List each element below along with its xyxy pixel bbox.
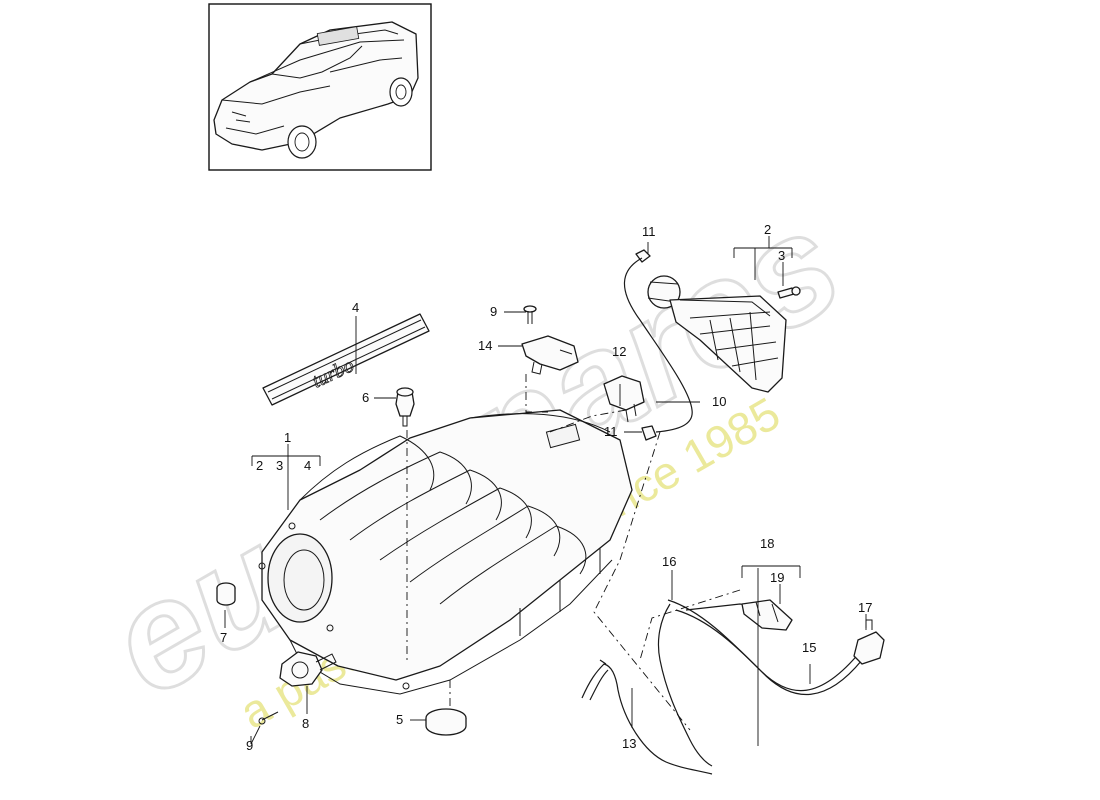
callout-6: 6 <box>362 390 369 405</box>
callout-11-lower: 11 <box>604 424 618 439</box>
valve-part-17[interactable] <box>853 619 885 665</box>
callout-4: 4 <box>352 300 359 315</box>
reference-vehicle-frame <box>208 3 432 171</box>
callout-18: 18 <box>760 536 774 551</box>
callout-5: 5 <box>396 712 403 727</box>
actuator-bracket-part[interactable] <box>647 275 787 393</box>
callout-10: 10 <box>712 394 726 409</box>
callout-1-sub-3: 3 <box>276 458 283 473</box>
hose-clip-part[interactable] <box>741 599 793 631</box>
hose-part-13[interactable] <box>581 663 713 775</box>
valve-part[interactable] <box>395 387 415 427</box>
pressure-sensor-part[interactable] <box>521 335 579 375</box>
screw-part-lower[interactable] <box>258 711 279 725</box>
connector-part-lower[interactable] <box>641 425 657 441</box>
callout-1: 1 <box>284 430 291 445</box>
intake-manifold-part[interactable] <box>258 409 633 695</box>
callout-16: 16 <box>662 554 676 569</box>
solenoid-valve-part[interactable] <box>603 375 645 423</box>
callout-1-sub-4: 4 <box>304 458 311 473</box>
screw-part-upper[interactable] <box>523 305 537 324</box>
callout-17: 17 <box>858 600 872 615</box>
callout-15: 15 <box>802 640 816 655</box>
vacuum-line-part[interactable] <box>623 257 693 433</box>
callout-13: 13 <box>622 736 636 751</box>
callout-9-lower: 9 <box>246 738 253 753</box>
suv-car-icon <box>213 21 419 159</box>
callout-19: 19 <box>770 570 784 585</box>
screw-part-bracket[interactable] <box>777 286 801 299</box>
plug-part[interactable] <box>216 582 236 606</box>
callout-1-sub-2: 2 <box>256 458 263 473</box>
callout-9-upper: 9 <box>490 304 497 319</box>
leader-lines <box>224 236 867 746</box>
callout-12: 12 <box>612 344 626 359</box>
actuator-part[interactable] <box>279 651 337 687</box>
gasket-part[interactable] <box>425 708 467 736</box>
callout-8: 8 <box>302 716 309 731</box>
callout-7: 7 <box>220 630 227 645</box>
callout-14: 14 <box>478 338 492 353</box>
hose-part-16[interactable] <box>657 603 713 767</box>
callout-2: 2 <box>764 222 771 237</box>
callout-3: 3 <box>778 248 785 263</box>
callouts: 1 2 3 4 2 3 4 5 6 7 8 9 9 10 11 11 12 13… <box>220 222 872 753</box>
callout-11-upper: 11 <box>642 224 656 239</box>
